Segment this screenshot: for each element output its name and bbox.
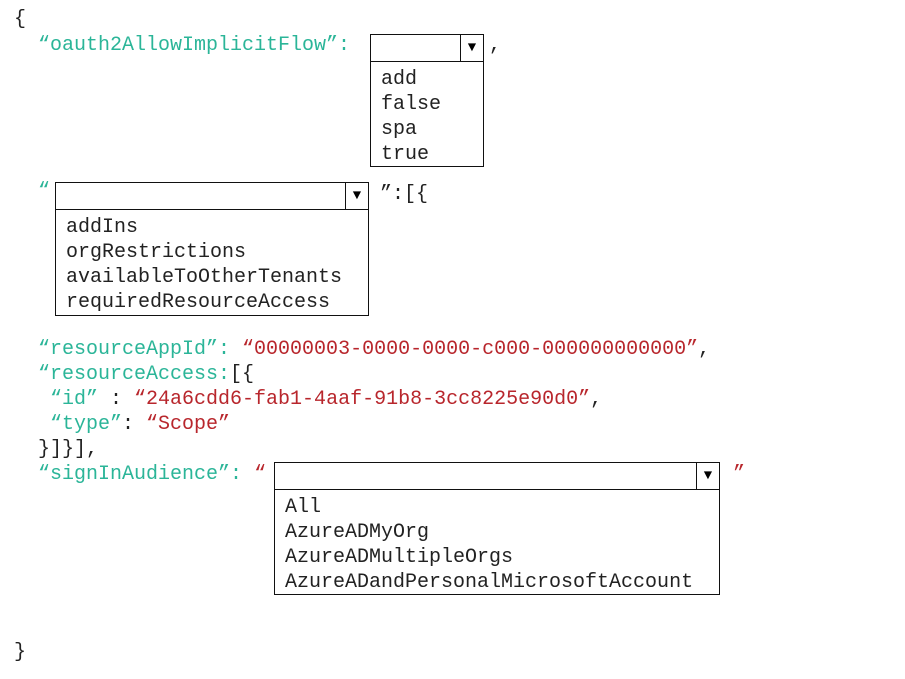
- quote-open: “: [38, 180, 51, 203]
- prop-after: ”:[{: [380, 183, 429, 206]
- dropdown-arrow-icon[interactable]: ▼: [696, 463, 719, 489]
- type-line: “type”: “Scope”: [50, 413, 230, 437]
- id-line: “id” : “24a6cdd6-fab1-4aaf-91b8-3cc8225e…: [50, 388, 602, 412]
- option-true[interactable]: true: [381, 143, 430, 166]
- type-value: “Scope”: [146, 413, 231, 436]
- option-orgrestrictions[interactable]: orgRestrictions: [66, 241, 247, 264]
- id-key: “id”: [50, 388, 99, 411]
- property-dropdown[interactable]: ▼ addIns orgRestrictions availableToOthe…: [55, 182, 369, 316]
- option-azureadmultipleorgs[interactable]: AzureADMultipleOrgs: [285, 546, 514, 569]
- resource-access-line: “resourceAccess:[{: [38, 363, 254, 387]
- bracket: [{: [230, 363, 255, 386]
- oauth-key: “oauth2AllowImplicitFlow”:: [38, 34, 351, 57]
- sep: :: [98, 388, 135, 411]
- dropdown-arrow-icon[interactable]: ▼: [460, 35, 483, 61]
- comma: ,: [489, 34, 502, 57]
- quote-close: ”: [733, 463, 746, 486]
- option-availabletoothertenants[interactable]: availableToOtherTenants: [66, 266, 343, 289]
- option-requiredresourceaccess[interactable]: requiredResourceAccess: [66, 291, 331, 314]
- implicit-flow-select[interactable]: [371, 35, 483, 62]
- option-azureadmyorg[interactable]: AzureADMyOrg: [285, 521, 430, 544]
- resource-app-id-line: “resourceAppId”: “00000003-0000-0000-c00…: [38, 338, 710, 362]
- close-brace: }: [14, 641, 27, 664]
- sign-in-audience-dropdown[interactable]: ▼ All AzureADMyOrg AzureADMultipleOrgs A…: [274, 462, 720, 595]
- sep: :: [122, 413, 147, 436]
- quote-open: “: [254, 463, 267, 486]
- option-false[interactable]: false: [381, 93, 442, 116]
- option-addins[interactable]: addIns: [66, 216, 139, 239]
- comma: ,: [698, 338, 711, 361]
- option-azureadandpersonal[interactable]: AzureADandPersonalMicrosoftAccount: [285, 571, 694, 594]
- resource-app-id-value: “00000003-0000-0000-c000-000000000000”: [242, 338, 699, 361]
- type-key: “type”: [50, 413, 123, 436]
- sign-in-key: “signInAudience”:: [38, 463, 243, 486]
- option-add[interactable]: add: [381, 68, 418, 91]
- sign-in-line: “signInAudience”: “: [38, 463, 266, 487]
- option-all[interactable]: All: [285, 496, 322, 519]
- open-brace: {: [14, 8, 27, 31]
- resource-app-id-key: “resourceAppId”:: [38, 338, 231, 361]
- resource-access-key: “resourceAccess:: [38, 363, 231, 386]
- property-select[interactable]: [56, 183, 368, 210]
- dropdown-arrow-icon[interactable]: ▼: [345, 183, 368, 209]
- sign-in-audience-select[interactable]: [275, 463, 719, 490]
- implicit-flow-dropdown[interactable]: ▼ add false spa true: [370, 34, 484, 167]
- close-arrays: }]}],: [38, 438, 99, 461]
- comma: ,: [590, 388, 603, 411]
- option-spa[interactable]: spa: [381, 118, 418, 141]
- id-value: “24a6cdd6-fab1-4aaf-91b8-3cc8225e90d0”: [134, 388, 591, 411]
